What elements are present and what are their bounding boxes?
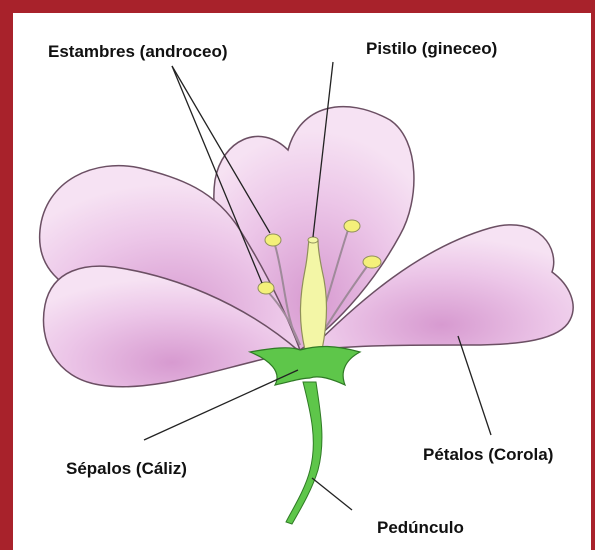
anther	[258, 282, 274, 294]
anther	[363, 256, 381, 268]
label-pistil: Pistilo (gineceo)	[366, 39, 497, 59]
sepals	[250, 346, 360, 385]
anther	[265, 234, 281, 246]
stigma	[308, 237, 318, 243]
label-petals: Pétalos (Corola)	[423, 445, 553, 465]
stem	[286, 382, 322, 524]
label-peduncle: Pedúnculo	[377, 518, 464, 538]
label-stamens: Estambres (androceo)	[48, 42, 228, 62]
anther	[344, 220, 360, 232]
label-sepals: Sépalos (Cáliz)	[66, 459, 187, 479]
